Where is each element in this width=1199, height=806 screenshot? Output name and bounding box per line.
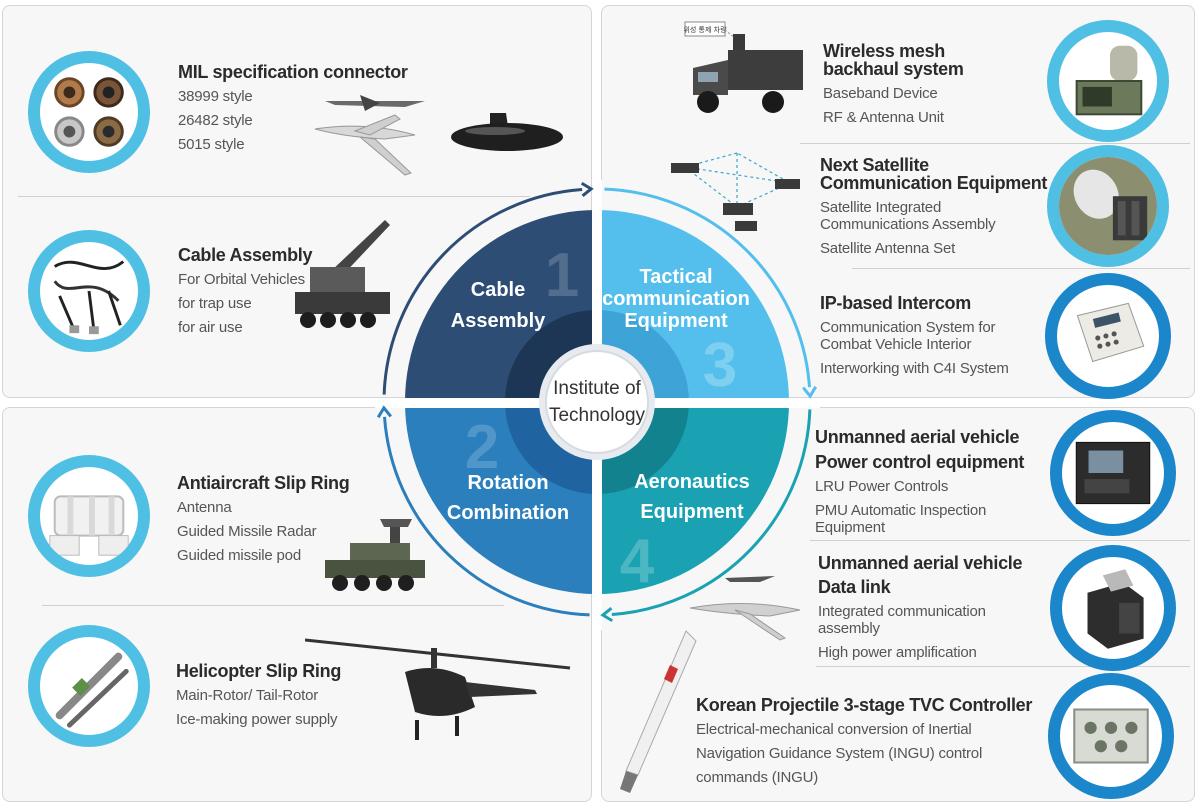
item-mil-connector: MIL specification connector 38999 style … bbox=[178, 63, 408, 153]
item-line: Antenna bbox=[177, 499, 232, 516]
item-title: IP-based Intercom bbox=[820, 293, 971, 313]
item-title: Unmanned aerial vehicle bbox=[815, 427, 1020, 447]
item-line: Equipment bbox=[815, 519, 885, 536]
item-line: 26482 style bbox=[178, 112, 253, 129]
item-line: Communication System for bbox=[820, 319, 996, 336]
radio-unit-icon bbox=[1047, 20, 1169, 142]
item-title: Communication Equipment bbox=[820, 173, 1048, 193]
item-line: assembly bbox=[818, 620, 880, 637]
cable-harness-icon bbox=[28, 230, 150, 352]
item-title: Unmanned aerial vehicle bbox=[818, 553, 1023, 573]
item-title: backhaul system bbox=[823, 59, 964, 79]
intercom-panel-icon bbox=[1045, 273, 1171, 399]
item-title: Data link bbox=[818, 577, 891, 597]
item-title: Antiaircraft Slip Ring bbox=[177, 473, 350, 493]
controller-box-icon bbox=[1048, 673, 1174, 799]
item-title: Power control equipment bbox=[815, 452, 1025, 472]
item-line: Navigation Guidance System (INGU) contro… bbox=[696, 745, 983, 762]
air-defense-vehicle-icon bbox=[320, 515, 430, 595]
item-line: 5015 style bbox=[178, 136, 245, 153]
drone-icon bbox=[305, 85, 445, 185]
item-line: Satellite Integrated bbox=[820, 199, 942, 216]
item-tvc-controller: Korean Projectile 3-stage TVC Controller… bbox=[696, 696, 1032, 786]
item-wireless-mesh: Wireless mesh backhaul system Baseband D… bbox=[823, 42, 964, 126]
submarine-icon bbox=[450, 95, 565, 160]
item-line: Satellite Antenna Set bbox=[820, 240, 956, 257]
helicopter-icon bbox=[305, 632, 575, 752]
item-line: Communications Assembly bbox=[820, 216, 996, 233]
separator bbox=[810, 540, 1190, 541]
item-ip-intercom: IP-based Intercom Communication System f… bbox=[820, 294, 1009, 377]
item-antiaircraft-slip-ring: Antiaircraft Slip Ring Antenna Guided Mi… bbox=[177, 473, 350, 564]
uav-icon bbox=[685, 568, 815, 643]
item-cable-assembly: Cable Assembly For Orbital Vehicles for … bbox=[178, 245, 313, 336]
item-line: Guided missile pod bbox=[177, 547, 301, 564]
separator bbox=[852, 268, 1190, 269]
item-line: Electrical-mechanical conversion of Iner… bbox=[696, 721, 972, 738]
item-line: for trap use bbox=[178, 295, 252, 312]
item-title: Wireless mesh bbox=[823, 41, 946, 61]
item-line: Baseband Device bbox=[823, 85, 938, 102]
satellite-dish-icon bbox=[1047, 145, 1169, 267]
rocket-icon bbox=[608, 625, 703, 797]
item-helicopter-slip-ring: Helicopter Slip Ring Main-Rotor/ Tail-Ro… bbox=[176, 662, 341, 728]
item-line: LRU Power Controls bbox=[815, 478, 949, 495]
item-line: 38999 style bbox=[178, 88, 253, 105]
connector-icon bbox=[28, 51, 150, 173]
item-line: RF & Antenna Unit bbox=[823, 109, 944, 126]
slip-ring-icon bbox=[28, 455, 150, 577]
item-title: MIL specification connector bbox=[178, 62, 408, 82]
item-line: Ice-making power supply bbox=[176, 711, 338, 728]
item-line: Integrated communication bbox=[818, 603, 986, 620]
item-line: Guided Missile Radar bbox=[177, 523, 317, 540]
item-title: Cable Assembly bbox=[178, 245, 313, 265]
item-line: Main-Rotor/ Tail-Rotor bbox=[176, 687, 319, 704]
item-line: Combat Vehicle Interior bbox=[820, 336, 972, 353]
rotor-shaft-icon bbox=[28, 625, 150, 747]
satellite-truck-icon: 위성 통제 차량 bbox=[683, 20, 811, 125]
item-line: PMU Automatic Inspection bbox=[815, 502, 987, 519]
separator bbox=[18, 196, 530, 197]
item-uav-data-link: Unmanned aerial vehicle Data link Integr… bbox=[818, 554, 1022, 661]
item-line: High power amplification bbox=[818, 644, 977, 661]
separator bbox=[800, 143, 1190, 144]
item-uav-power-control: Unmanned aerial vehicle Power control eq… bbox=[815, 428, 1024, 536]
rugged-laptop-icon bbox=[1050, 410, 1176, 536]
datalink-module-icon bbox=[1050, 545, 1176, 671]
item-line: for air use bbox=[178, 319, 243, 336]
howitzer-icon bbox=[290, 212, 395, 337]
item-title: Helicopter Slip Ring bbox=[176, 661, 342, 681]
tactical-network-icon bbox=[665, 145, 800, 240]
item-line: For Orbital Vehicles bbox=[178, 271, 305, 288]
item-title: Korean Projectile 3-stage TVC Controller bbox=[696, 695, 1033, 715]
separator bbox=[42, 605, 504, 606]
item-title: Next Satellite bbox=[820, 155, 929, 175]
item-next-satellite: Next Satellite Communication Equipment S… bbox=[820, 156, 1047, 257]
item-line: commands (INGU) bbox=[696, 769, 819, 786]
item-line: Interworking with C4I System bbox=[820, 360, 1009, 377]
separator bbox=[816, 666, 1190, 667]
truck-sign: 위성 통제 차량 bbox=[683, 25, 727, 34]
